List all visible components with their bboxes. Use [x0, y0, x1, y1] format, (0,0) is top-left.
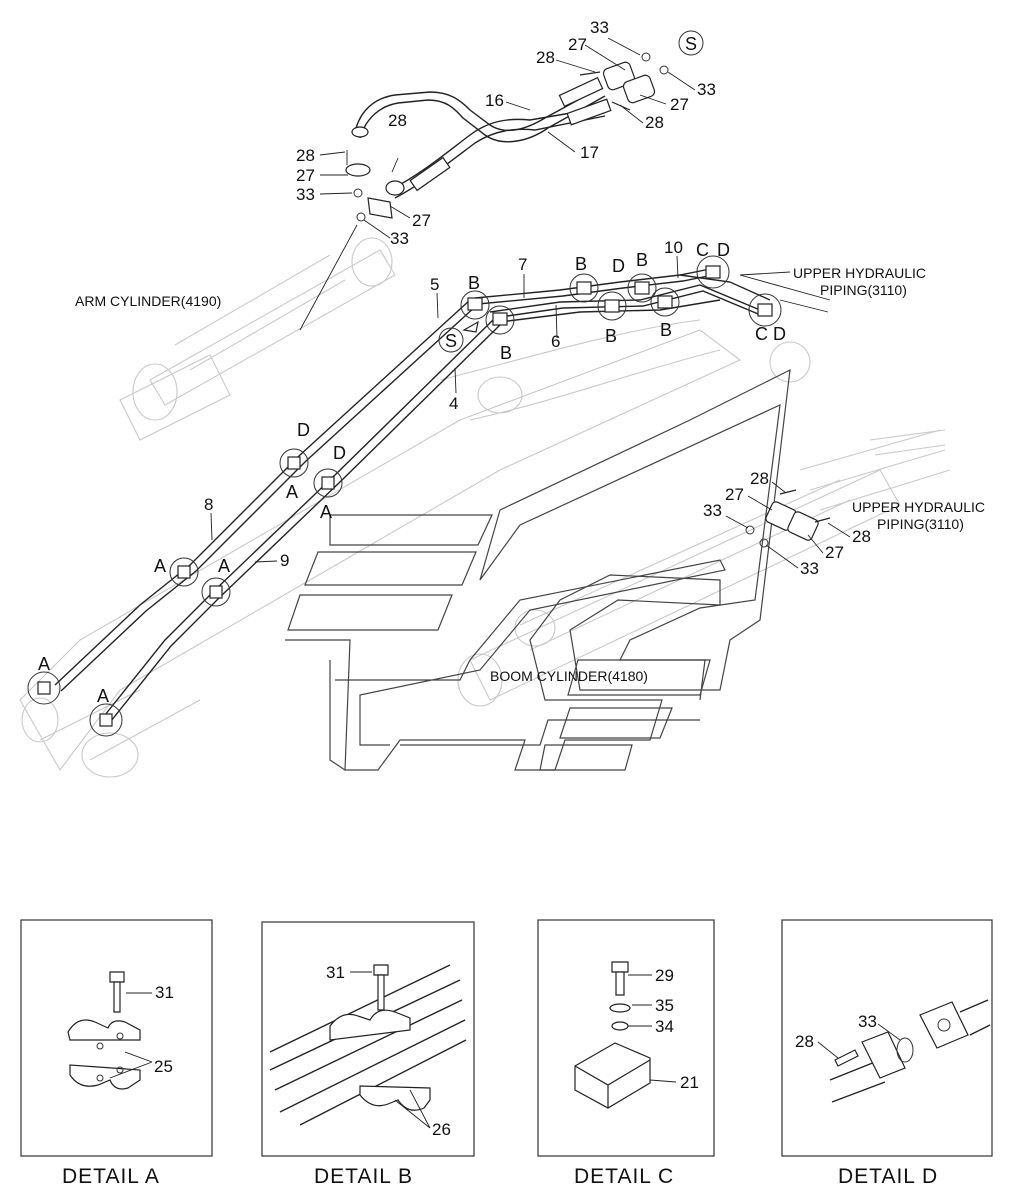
callout-33: 33 — [296, 185, 315, 204]
callout-25: 25 — [154, 1057, 173, 1076]
section-ref-s: S — [685, 34, 697, 54]
detail-ref-d: D — [333, 443, 346, 463]
detail-ref-b: B — [660, 320, 672, 340]
detail-ref-d: D — [612, 256, 625, 276]
callout-33: 33 — [697, 80, 716, 99]
detail-ref-b: B — [468, 273, 480, 293]
callout-28: 28 — [536, 48, 555, 67]
boom-flange-group — [745, 489, 831, 548]
callout-33: 33 — [703, 501, 722, 520]
detail-ref-c: C — [755, 324, 768, 344]
detail-c: 29 35 34 21 DETAIL C — [537, 919, 715, 1188]
callout-26: 26 — [432, 1120, 451, 1139]
callout-35: 35 — [655, 996, 674, 1015]
section-ref-s: S — [445, 331, 457, 351]
detail-ref-d: D — [773, 324, 786, 344]
detail-ref-a: A — [286, 482, 298, 502]
callout-6: 6 — [551, 332, 560, 351]
callout-28: 28 — [750, 469, 769, 488]
watermark-logo — [285, 368, 791, 771]
detail-ref-b: B — [636, 250, 648, 270]
callout-33: 33 — [858, 1012, 877, 1031]
callout-5: 5 — [430, 275, 439, 294]
detail-ref-c: C — [696, 240, 709, 260]
arm-cylinder-label: ARM CYLINDER(4190) — [75, 293, 221, 309]
boom-cylinder-label: BOOM CYLINDER(4180) — [490, 668, 648, 684]
upper-piping-label: PIPING(3110) — [820, 282, 907, 298]
callout-33: 33 — [390, 229, 409, 248]
callout-28: 28 — [645, 113, 664, 132]
detail-ref-d: D — [717, 240, 730, 260]
callout-16: 16 — [485, 91, 504, 110]
callout-27: 27 — [412, 211, 431, 230]
detail-title: DETAIL C — [574, 1165, 674, 1188]
callout-31: 31 — [326, 963, 345, 982]
upper-piping-label: UPPER HYDRAULIC — [852, 499, 985, 515]
detail-ref-b: B — [605, 326, 617, 346]
detail-d: 28 33 DETAIL D — [781, 919, 993, 1188]
detail-b: 31 26 DETAIL B — [261, 921, 475, 1188]
callout-27: 27 — [670, 95, 689, 114]
callout-17: 17 — [580, 143, 599, 162]
upper-piping-label: PIPING(3110) — [877, 516, 964, 532]
detail-ref-b: B — [575, 254, 587, 274]
pipe-runs — [54, 267, 771, 722]
main-leaders — [210, 37, 851, 569]
ghost-background — [19, 237, 951, 778]
callout-10: 10 — [664, 238, 683, 257]
detail-reference-letters: S S B B B B B B D D D D D C C A A A A A … — [38, 30, 786, 706]
callout-8: 8 — [204, 495, 213, 514]
callout-28: 28 — [296, 146, 315, 165]
callout-27: 27 — [825, 543, 844, 562]
callout-28: 28 — [388, 111, 407, 130]
callout-27: 27 — [568, 35, 587, 54]
detail-title: DETAIL D — [838, 1165, 938, 1188]
callout-28: 28 — [795, 1032, 814, 1051]
callout-28: 28 — [852, 527, 871, 546]
detail-ref-a: A — [320, 502, 332, 522]
callout-4: 4 — [449, 394, 458, 413]
detail-title: DETAIL A — [62, 1165, 160, 1188]
component-labels: ARM CYLINDER(4190) BOOM CYLINDER(4180) U… — [75, 265, 985, 684]
detail-markers — [27, 255, 782, 737]
callout-29: 29 — [655, 966, 674, 985]
upper-piping-label: UPPER HYDRAULIC — [793, 265, 926, 281]
callout-21: 21 — [680, 1073, 699, 1092]
detail-ref-a: A — [97, 686, 109, 706]
detail-ref-d: D — [297, 420, 310, 440]
detail-ref-a: A — [218, 556, 230, 576]
detail-a: 31 25 DETAIL A — [20, 919, 213, 1188]
hoses-16-17 — [299, 52, 669, 331]
detail-ref-a: A — [38, 654, 50, 674]
callout-34: 34 — [655, 1017, 674, 1036]
callout-27: 27 — [725, 485, 744, 504]
callout-27: 27 — [296, 166, 315, 185]
callout-33: 33 — [800, 559, 819, 578]
callout-7: 7 — [518, 255, 527, 274]
main-callouts: 33 27 28 27 33 28 16 17 28 28 27 33 27 3… — [204, 18, 871, 578]
detail-ref-b: B — [500, 343, 512, 363]
detail-ref-a: A — [154, 556, 166, 576]
callout-31: 31 — [155, 983, 174, 1002]
callout-9: 9 — [280, 551, 289, 570]
detail-title: DETAIL B — [314, 1165, 413, 1188]
callout-33: 33 — [590, 18, 609, 37]
